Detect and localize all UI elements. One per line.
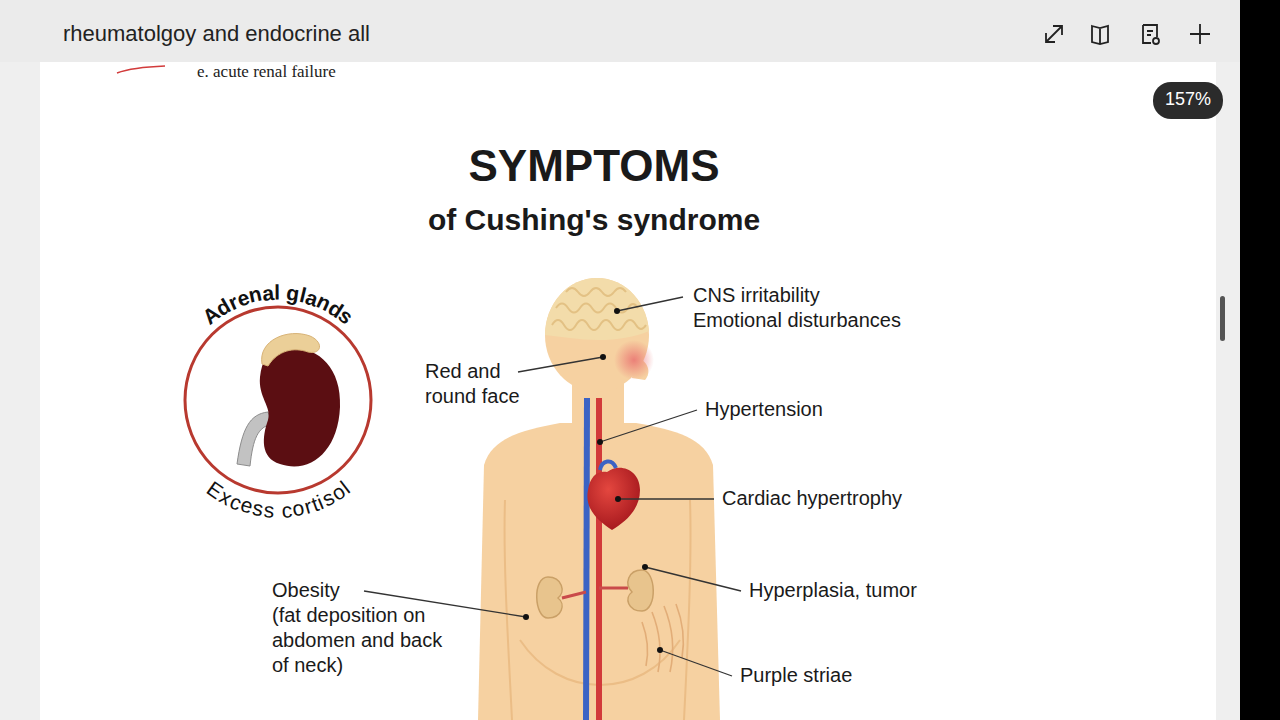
- symptom-label: Red and round face: [425, 359, 535, 409]
- circle-border: [185, 307, 371, 493]
- symptom-label: Cardiac hypertrophy: [722, 486, 902, 511]
- toolbar-icons: [1046, 24, 1210, 44]
- body-figure: [478, 276, 720, 720]
- leader-dot: [600, 354, 606, 360]
- leader-line: [618, 498, 714, 499]
- symptom-label: CNS irritability: [693, 283, 820, 308]
- toolbar: [0, 0, 1240, 62]
- striae: [642, 604, 683, 672]
- kidney-left: [537, 577, 562, 618]
- adrenal-circle: Adrenal glandsExcess cortisol: [180, 302, 376, 498]
- circle-heading: Adrenal glands: [180, 302, 376, 498]
- cheek-blush: [614, 340, 654, 380]
- renal-vessel: [562, 588, 628, 598]
- symptom-label: Obesity: [272, 578, 340, 603]
- leader-dot: [614, 308, 620, 314]
- symptom-label: Hyperplasia, tumor: [749, 578, 917, 603]
- scrollbar: [1220, 296, 1225, 341]
- circle-outline: [180, 302, 376, 498]
- title: SYMPTOMS: [468, 142, 719, 190]
- adrenal-gland: [262, 334, 320, 366]
- leader-dot: [642, 564, 648, 570]
- leader-dot: [657, 647, 663, 653]
- leader-line: [600, 410, 697, 442]
- kidney: [260, 348, 340, 467]
- symptom-label: Purple striae: [740, 663, 852, 688]
- window-edge: [1240, 0, 1280, 720]
- circle-caption: Excess cortisol: [180, 302, 376, 498]
- symptom-label: (fat deposition on abdomen and back of n…: [272, 603, 450, 678]
- plus-icon: [1190, 24, 1210, 44]
- kidney-right: [628, 570, 653, 611]
- leader-dot: [597, 439, 603, 445]
- pen-mark: [117, 66, 165, 73]
- leader-line: [660, 650, 732, 676]
- doc-icon: [1143, 25, 1157, 43]
- book-icon: [1092, 26, 1108, 44]
- brain: [545, 276, 651, 340]
- symptom-label: Hypertension: [705, 397, 823, 422]
- expand-icon: [1046, 26, 1062, 42]
- zoom-level: 157%: [1165, 88, 1211, 110]
- leader-dot: [523, 614, 529, 620]
- zoom-badge: [1153, 82, 1223, 119]
- window-title: rheumatolgoy and endocrine all: [63, 21, 370, 47]
- subtitle: of Cushing's syndrome: [428, 202, 760, 238]
- leader-line: [518, 357, 603, 372]
- page-text: e. acute renal failure: [197, 62, 336, 82]
- doc-icon-gear: [1153, 38, 1159, 44]
- aorta: [596, 398, 602, 720]
- leader-dot: [615, 496, 621, 502]
- vena-cava: [586, 398, 587, 720]
- page: [40, 62, 1216, 720]
- leader-line: [645, 567, 741, 591]
- leader-line: [617, 297, 683, 311]
- symptom-label: Emotional disturbances: [693, 308, 901, 333]
- heart-vessel: [600, 461, 616, 470]
